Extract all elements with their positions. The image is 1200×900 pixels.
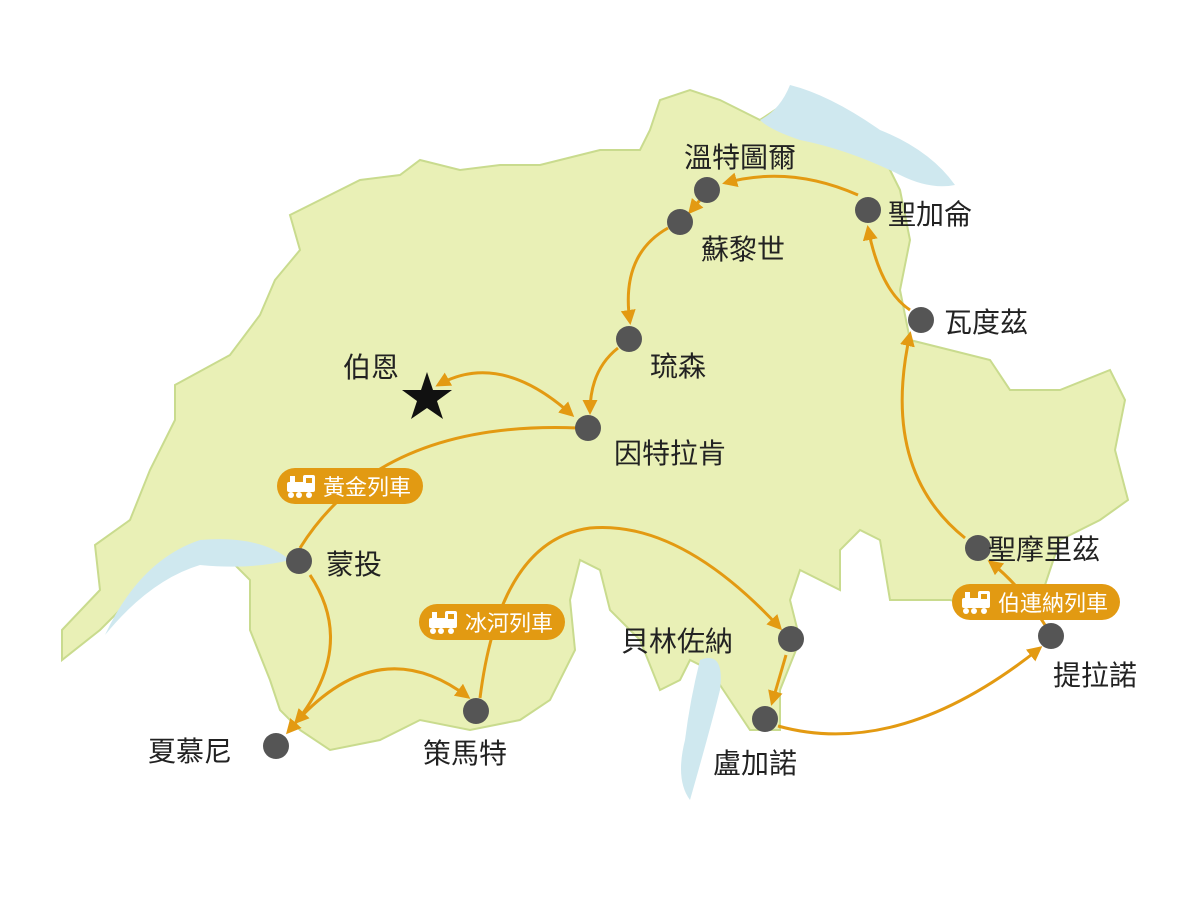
- city-label-tirano: 提拉諾: [1052, 659, 1138, 692]
- city-label-stgallen: 聖加侖: [887, 198, 973, 231]
- train-icon: [961, 591, 990, 614]
- city-label-bellinzona: 貝林佐納: [620, 625, 734, 658]
- lake-constance: [760, 85, 955, 187]
- route-lucerne-interlaken: [582, 346, 619, 415]
- dot-icon: [616, 326, 642, 352]
- badge-label: 伯連納列車: [997, 592, 1109, 617]
- lake-geneva: [105, 539, 290, 635]
- city-label-zurich: 蘇黎世: [700, 233, 786, 266]
- dot-icon: [965, 535, 991, 561]
- badge-bernina-express: 伯連納列車: [951, 584, 1121, 620]
- city-label-zermatt: 策馬特: [422, 737, 508, 770]
- dot-icon: [752, 706, 778, 732]
- city-label-chamonix: 夏慕尼: [147, 735, 233, 768]
- badge-label: 冰河列車: [464, 612, 554, 637]
- city-label-vaduz: 瓦度茲: [943, 306, 1029, 339]
- dot-icon: [263, 733, 289, 759]
- city-label-winterthur: 溫特圖爾: [683, 141, 797, 174]
- lake-maggiore: [681, 658, 721, 800]
- train-icon: [286, 475, 315, 498]
- dot-icon: [778, 626, 804, 652]
- badge-golden-pass: 黃金列車: [276, 468, 424, 504]
- dot-icon: [855, 197, 881, 223]
- dot-icon: [1038, 623, 1064, 649]
- city-label-bern: 伯恩: [342, 351, 400, 384]
- route-stgallen-winterthur: [722, 172, 859, 197]
- dot-icon: [575, 415, 601, 441]
- city-label-lugano: 盧加諾: [712, 747, 798, 780]
- star-icon: [402, 372, 452, 419]
- city-dots: [263, 177, 1064, 759]
- city-label-stmoritz: 聖摩里茲: [987, 533, 1101, 566]
- dot-icon: [667, 209, 693, 235]
- train-icon: [428, 611, 457, 634]
- route-golden-pass: [298, 426, 579, 549]
- route-stmoritz-vaduz: [900, 331, 966, 540]
- dot-icon: [463, 698, 489, 724]
- route-chamonix-zermatt: [293, 667, 471, 725]
- route-zurich-lucerne: [620, 226, 669, 325]
- badge-label: 黃金列車: [322, 476, 412, 501]
- dot-icon: [286, 548, 312, 574]
- route-lugano-tirano: [777, 646, 1043, 736]
- badge-glacier-express: 冰河列車: [418, 604, 566, 640]
- route-vaduz-stgallen: [862, 225, 911, 312]
- dot-icon: [694, 177, 720, 203]
- route-winterthur-zurich: [688, 197, 704, 215]
- city-label-interlaken: 因特拉肯: [613, 437, 727, 470]
- dot-icon: [908, 307, 934, 333]
- city-label-lucerne: 琉森: [649, 350, 707, 383]
- city-label-montreux: 蒙投: [325, 548, 383, 581]
- route-bellinzona-lugano: [768, 654, 788, 706]
- route-bern-interlaken: [435, 371, 575, 418]
